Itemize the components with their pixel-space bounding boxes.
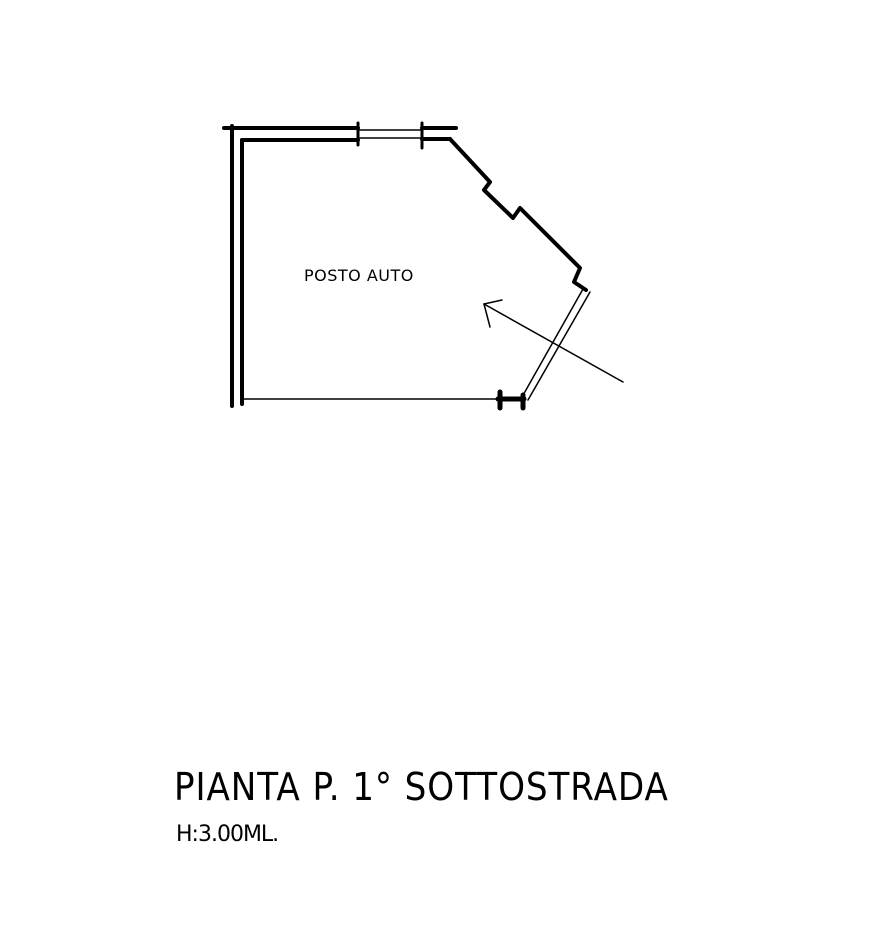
- plan-title: PIANTA P. 1° SOTTOSTRADA: [174, 765, 669, 809]
- diagonal-wall: [448, 137, 588, 292]
- entrance-arrow-icon: [483, 299, 624, 383]
- bottom-wall: [243, 389, 527, 411]
- room-label: POSTO AUTO: [304, 266, 414, 285]
- height-note: H:3.00ML.: [176, 822, 279, 847]
- left-wall: [230, 124, 244, 408]
- top-window: [356, 121, 424, 150]
- top-wall: [222, 126, 458, 142]
